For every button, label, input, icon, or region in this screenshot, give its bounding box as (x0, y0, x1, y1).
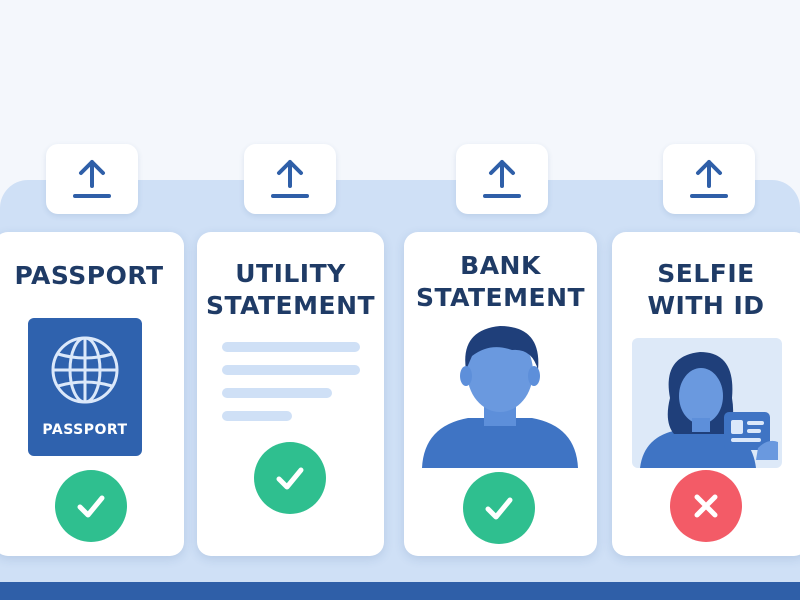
document-card-selfie-with-id[interactable]: SELFIE WITH ID (612, 232, 800, 556)
document-line (222, 342, 360, 352)
passport-badge-text: PASSPORT (42, 422, 128, 438)
status-verified (55, 470, 127, 542)
upload-button-passport[interactable] (46, 144, 138, 214)
document-card-bank-statement[interactable]: BANK STATEMENT (404, 232, 597, 556)
upload-arrow-icon (271, 160, 309, 198)
status-rejected (670, 470, 742, 542)
card-title-line: SELFIE (657, 259, 755, 288)
document-line (222, 411, 292, 421)
document-line (222, 365, 360, 375)
document-line (222, 388, 332, 398)
selfie-photo (632, 338, 782, 468)
card-title-line: PASSPORT (14, 261, 164, 290)
card-title: PASSPORT (0, 260, 184, 292)
upload-button-selfie-with-id[interactable] (663, 144, 755, 214)
card-title-line: BANK (460, 251, 541, 280)
upload-arrow-icon (73, 160, 111, 198)
upload-arrow-icon (690, 160, 728, 198)
status-verified (254, 442, 326, 514)
x-icon (694, 494, 718, 518)
check-icon (485, 497, 513, 520)
card-title: UTILITY STATEMENT (197, 258, 384, 322)
upload-button-utility-statement[interactable] (244, 144, 336, 214)
passport-illustration: PASSPORT (28, 318, 142, 456)
globe-icon (51, 336, 119, 404)
status-verified (463, 472, 535, 544)
card-title-line: STATEMENT (415, 283, 586, 312)
person-icon (422, 326, 578, 468)
card-title-line: STATEMENT (205, 291, 376, 320)
footer-bar (0, 582, 800, 600)
card-title-line: UTILITY (235, 259, 346, 288)
check-icon (77, 495, 105, 518)
document-card-utility-statement[interactable]: UTILITY STATEMENT (197, 232, 384, 556)
id-card-icon (724, 412, 778, 460)
card-title-line: WITH ID (647, 291, 765, 320)
card-title: BANK STATEMENT (404, 250, 597, 314)
document-card-passport[interactable]: PASSPORT PASSPORT (0, 232, 184, 556)
upload-arrow-icon (483, 160, 521, 198)
check-icon (276, 467, 304, 490)
card-title: SELFIE WITH ID (612, 258, 800, 322)
upload-button-bank-statement[interactable] (456, 144, 548, 214)
